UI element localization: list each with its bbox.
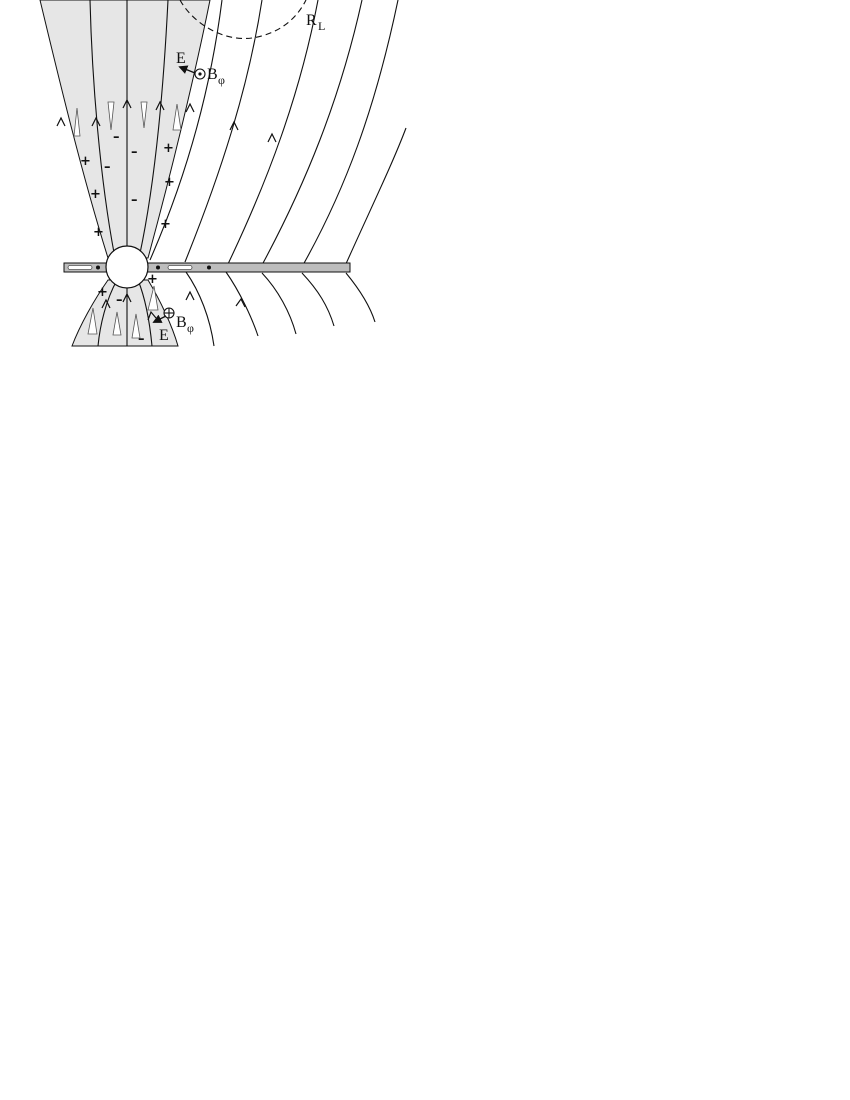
- field-line: [261, 272, 297, 335]
- charge-minus: –: [116, 293, 123, 308]
- open-field-line: [89, 0, 116, 259]
- open-field-line: [97, 279, 118, 347]
- charge-plus: +: [90, 187, 101, 202]
- magnetic-field-subscript-upper: φ: [218, 73, 225, 87]
- neutron-star: [105, 245, 149, 289]
- open-field-line: [137, 279, 153, 347]
- field-line: [184, 0, 263, 263]
- field-line: [344, 127, 407, 267]
- charge-signs: + + + + + + – – – – + – + –: [80, 130, 175, 347]
- charge-plus: +: [163, 141, 174, 156]
- magnetic-field-label-lower: B: [176, 314, 187, 331]
- charge-plus: +: [93, 225, 104, 240]
- field-line: [149, 0, 223, 261]
- field-line: [301, 272, 335, 327]
- electric-field-label-upper: E: [176, 50, 186, 67]
- light-cylinder-boundary: [179, 0, 307, 40]
- charge-plus: +: [80, 154, 91, 169]
- current-sheet-markers: [67, 265, 211, 270]
- charge-minus: –: [104, 160, 111, 175]
- light-cylinder-subscript: L: [318, 19, 325, 33]
- charge-plus: +: [147, 272, 158, 287]
- charge-plus: +: [97, 285, 108, 300]
- magnetic-field-label-upper: B: [207, 66, 218, 83]
- field-line: [345, 272, 376, 323]
- electric-field-label-lower: E: [159, 327, 169, 344]
- charge-minus: –: [138, 332, 145, 347]
- upper-wind-region: [39, 0, 211, 259]
- charge-plus: +: [160, 217, 171, 232]
- field-line: [225, 271, 259, 337]
- charge-minus: –: [131, 145, 138, 160]
- charge-plus: +: [164, 175, 175, 190]
- field-line: [227, 0, 319, 265]
- current-flow-arrows: [73, 101, 182, 339]
- field-direction-arrows: [56, 98, 277, 321]
- field-line: [185, 271, 215, 347]
- magnetic-field-subscript-lower: φ: [187, 321, 194, 335]
- b-field-out-of-page-icon: [194, 68, 206, 80]
- electric-field-arrow-lower: [152, 314, 167, 323]
- light-cylinder-label: R: [306, 12, 317, 29]
- field-line: [261, 0, 363, 266]
- b-field-into-page-icon: [163, 307, 175, 319]
- field-line: [302, 0, 399, 266]
- charge-minus: –: [131, 193, 138, 208]
- charge-minus: –: [113, 130, 120, 145]
- electric-field-arrow-upper: [178, 65, 196, 74]
- open-field-line: [138, 0, 169, 259]
